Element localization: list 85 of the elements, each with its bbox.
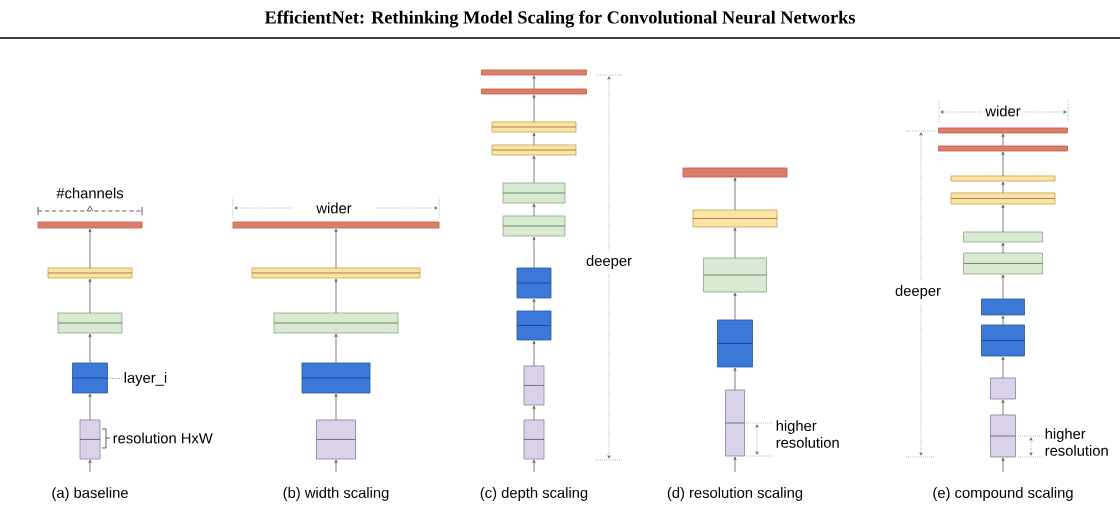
layer-label: layer_i [124,372,167,386]
layer-block [717,319,753,368]
layer-block [251,267,421,279]
layer-block [990,377,1016,400]
arrow [1001,274,1005,300]
arrow [532,75,536,90]
arrow [1001,133,1005,147]
caption: (e) compound scaling [931,485,1075,503]
leader-line [107,377,123,379]
layer-block [516,310,552,341]
arrow [532,298,536,312]
arrow [1001,242,1005,254]
dimension-label: wider [983,104,1023,118]
arrow [334,333,338,364]
arrow [88,228,92,269]
arrow [532,94,536,123]
layer-block [57,312,123,334]
layer-block [938,127,1068,134]
layer-block [981,298,1025,316]
arrow [532,132,536,146]
caption: (a) baseline [50,485,130,503]
arrow [334,278,338,314]
arrow [88,278,92,314]
layer-block [72,362,108,394]
dimension-label: higher resolution [1043,426,1117,458]
arrow [733,177,737,211]
layer-block [232,221,440,229]
arrow [1001,151,1005,177]
arrow [1001,315,1005,326]
arrow [733,456,737,473]
arrow [733,292,737,321]
arrow [88,393,92,421]
title: EfficientNet: Rethinking Model Scaling for Convolutional Neural Networks [264,10,855,28]
layer-block [502,215,566,237]
layer-block [491,144,577,156]
dimension-label: higher resolution [774,418,848,450]
dimension-label: #channels [54,186,126,200]
layer-block [523,419,545,460]
caption: (c) depth scaling [478,485,590,503]
arrow [532,340,536,367]
layer-block [950,192,1056,205]
layer-block [950,175,1056,182]
arrow [532,236,536,269]
arrow [1001,356,1005,379]
layer-block [963,231,1043,243]
arrow [1001,204,1005,233]
layer-block [316,419,356,460]
dimension-label: deeper [893,283,943,301]
arrow [88,459,92,473]
dimension-label: deeper [584,253,634,271]
layer-block [481,88,587,95]
layer-block [491,121,577,133]
layer-block [682,167,788,178]
arrow [88,333,92,364]
layer-block [79,419,101,460]
layer-block [523,365,545,406]
layer-block [47,267,133,279]
layer-block [502,182,566,204]
layer-block [692,209,778,228]
layer-block [725,389,745,457]
dimension-label: resolution HxW [111,431,215,445]
arrow [532,405,536,421]
arrow [733,227,737,259]
layer-block [481,69,587,76]
caption: (b) width scaling [281,485,391,503]
layer-block [981,324,1025,357]
layer-block [273,312,399,334]
layer-block [37,221,143,229]
arrow [1001,399,1005,416]
arrow [1001,181,1005,194]
arrow [1001,457,1005,473]
layer-block [301,362,371,394]
arrow [334,393,338,421]
caption: (d) resolution scaling [665,485,805,503]
arrow [532,203,536,217]
arrow [334,228,338,269]
arrow [532,459,536,473]
arrow [532,155,536,184]
arrow [733,367,737,391]
layer-block [516,267,552,299]
layer-block [963,252,1043,275]
layer-block [703,257,767,293]
layer-block [938,145,1068,152]
arrow [334,459,338,473]
layer-block [990,414,1016,458]
